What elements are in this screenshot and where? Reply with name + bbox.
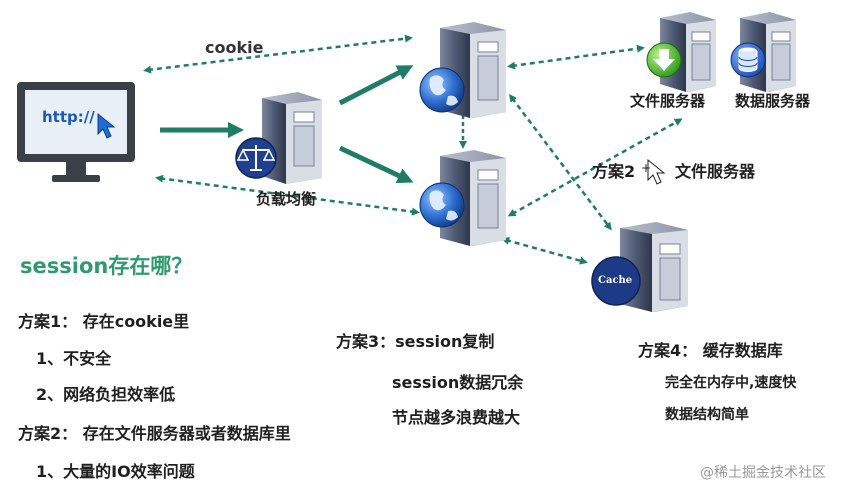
svg-text:+: + <box>641 161 651 175</box>
cache-icon <box>591 256 641 306</box>
watermark: @稀土掘金技术社区 <box>700 465 826 481</box>
server-icon <box>262 92 322 184</box>
session-question: session存在哪？ <box>20 254 193 278</box>
scheme4-item: 完全在内存中,速度快 <box>665 375 797 391</box>
scheme3-item: session数据冗余 <box>392 373 524 392</box>
cursor-icon <box>97 112 116 139</box>
scheme1-title: 方案1： 存在cookie里 <box>18 312 190 331</box>
file-server-label: 文件服务器 <box>630 92 706 110</box>
cookie-label: cookie <box>205 38 264 57</box>
server1-to-fileserver-connector <box>507 44 645 70</box>
scheme3-item: 节点越多浪费越大 <box>392 408 521 427</box>
balancer-to-server2-arrow <box>338 145 414 183</box>
globe-icon <box>419 67 465 113</box>
computer-icon <box>17 82 135 182</box>
server2-to-browser-connector <box>155 174 420 216</box>
scheme3-title: 方案3：session复制 <box>336 332 495 351</box>
scheme4-item: 数据结构简单 <box>665 407 749 423</box>
server1-to-cache-connector <box>508 94 612 231</box>
scheme2-title: 方案2： 存在文件服务器或者数据库里 <box>18 424 291 443</box>
cursor-icon: + <box>641 158 666 185</box>
cache-label: Cache <box>598 275 633 286</box>
db-server-label: 数据服务器 <box>735 92 811 110</box>
connectors <box>143 34 683 265</box>
browser-url-label: http:// <box>42 108 95 126</box>
download-icon <box>646 42 682 78</box>
scheme2-mid-label: 方案2 <box>592 162 636 181</box>
scheme1-item: 2、网络负担效率低 <box>36 385 176 404</box>
scheme1-item: 1、不安全 <box>36 349 112 368</box>
scheme4-title: 方案4： 缓存数据库 <box>638 341 783 360</box>
scales-icon <box>235 137 277 179</box>
cookie-connector <box>143 34 413 74</box>
balancer-to-server1-arrow <box>338 65 414 106</box>
globe-icon <box>419 182 465 228</box>
scheme2-mid-target-label: 文件服务器 <box>675 162 756 181</box>
scheme2-item: 1、大量的IO效率问题 <box>36 462 195 481</box>
server2-to-cache-connector <box>501 236 588 265</box>
load-balancer-label: 负载均衡 <box>256 190 317 208</box>
database-icon <box>730 42 766 78</box>
